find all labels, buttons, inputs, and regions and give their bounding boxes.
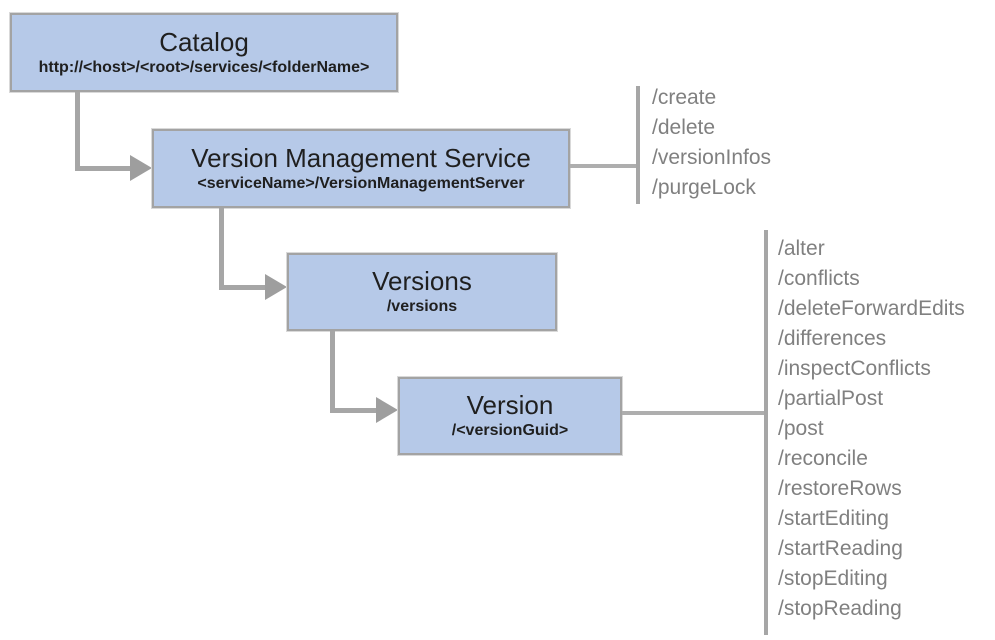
- catalog-node: Catalog http://<host>/<root>/services/<f…: [10, 13, 398, 92]
- connector-catalog-to-vms-vertical: [75, 92, 80, 171]
- version-endpoints-bar: [764, 230, 768, 635]
- endpoint-item: /reconcile: [778, 447, 868, 470]
- connector-version-to-endpoints: [622, 411, 765, 415]
- connector-vms-to-versions-horizontal: [219, 285, 265, 290]
- version-title: Version: [466, 390, 554, 421]
- versions-title: Versions: [372, 266, 472, 297]
- endpoint-item: /purgeLock: [652, 176, 756, 199]
- endpoint-item: /alter: [778, 237, 825, 260]
- arrow-right-icon: [265, 274, 287, 300]
- version-node: Version /<versionGuid>: [398, 377, 622, 455]
- vms-endpoint-list: /create /delete /versionInfos /purgeLock: [652, 83, 771, 203]
- catalog-subtitle: http://<host>/<root>/services/<folderNam…: [38, 58, 370, 76]
- vms-node: Version Management Service <serviceName>…: [152, 129, 570, 208]
- endpoint-item: /restoreRows: [778, 477, 902, 500]
- endpoint-item: /inspectConflicts: [778, 357, 931, 380]
- endpoint-item: /deleteForwardEdits: [778, 297, 965, 320]
- version-subtitle: /<versionGuid>: [451, 422, 569, 440]
- catalog-title: Catalog: [159, 26, 249, 57]
- endpoint-item: /differences: [778, 327, 887, 350]
- arrow-right-icon: [130, 155, 152, 181]
- vms-title: Version Management Service: [191, 142, 531, 173]
- arrow-right-icon: [376, 397, 398, 423]
- connector-versions-to-version-vertical: [330, 331, 335, 413]
- endpoint-item: /stopReading: [778, 597, 902, 620]
- versions-subtitle: /versions: [386, 298, 458, 316]
- connector-vms-to-versions-vertical: [219, 208, 224, 290]
- versions-node: Versions /versions: [287, 253, 557, 331]
- connector-versions-to-version-horizontal: [330, 408, 376, 413]
- connector-vms-to-endpoints: [570, 164, 637, 168]
- endpoint-item: /stopEditing: [778, 567, 888, 590]
- endpoint-item: /post: [778, 417, 824, 440]
- connector-catalog-to-vms-horizontal: [75, 166, 131, 171]
- version-endpoint-list: /alter /conflicts /deleteForwardEdits /d…: [778, 234, 965, 624]
- vms-subtitle: <serviceName>/VersionManagementServer: [197, 174, 525, 192]
- endpoint-item: /create: [652, 86, 717, 109]
- endpoint-item: /delete: [652, 116, 716, 139]
- endpoint-item: /startReading: [778, 537, 903, 560]
- endpoint-item: /startEditing: [778, 507, 889, 530]
- endpoint-item: /conflicts: [778, 267, 860, 290]
- vms-endpoints-bar: [636, 86, 640, 204]
- endpoint-item: /partialPost: [778, 387, 884, 410]
- endpoint-item: /versionInfos: [652, 146, 772, 169]
